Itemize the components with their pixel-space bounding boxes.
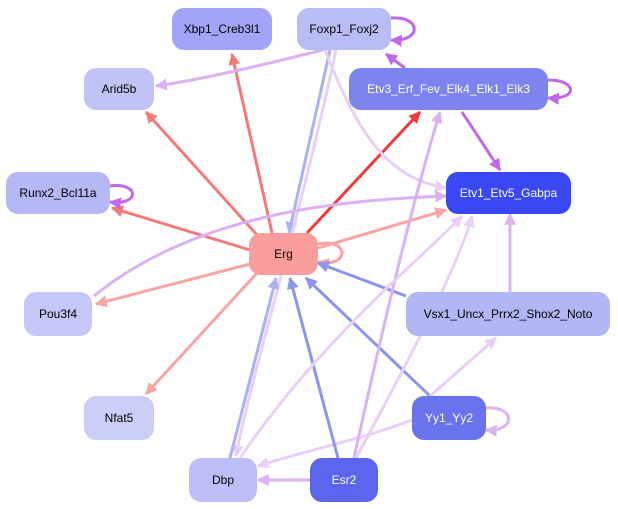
edge-erg-pou3f4 — [94, 262, 251, 308]
edge-yy1-vsx1 — [429, 336, 497, 398]
edge-yy1-self — [484, 406, 510, 437]
edge-foxp1-erg — [285, 49, 332, 235]
node-arid5b[interactable]: Arid5b — [84, 68, 154, 110]
edge-dbp-erg — [228, 276, 280, 459]
edge-dbp-etv1 — [238, 214, 464, 459]
node-pou3f4[interactable]: Pou3f4 — [24, 292, 92, 336]
edge-erg-runx2 — [110, 205, 251, 252]
edge-pou3f4-etv1 — [93, 190, 448, 298]
node-erg[interactable]: Erg — [249, 233, 318, 275]
edge-erg-nfat5 — [144, 270, 260, 396]
node-dbp[interactable]: Dbp — [189, 458, 257, 502]
edge-erg-etv1 — [317, 207, 448, 250]
edge-foxp1-arid5b — [154, 46, 331, 91]
edge-yy1-erg — [304, 276, 432, 398]
edge-etv3-foxp1 — [385, 52, 406, 70]
edge-erg-etv3 — [305, 110, 422, 235]
edge-yy1-dbp — [256, 418, 413, 469]
node-nfat5[interactable]: Nfat5 — [84, 396, 154, 440]
node-etv1-etv5-gabpa[interactable]: Etv1_Etv5_Gabpa — [446, 172, 571, 214]
node-runx2-bcl11a[interactable]: Runx2_Bcl11a — [6, 172, 110, 214]
node-esr2[interactable]: Esr2 — [310, 458, 378, 502]
edge-etv3-etv1 — [460, 111, 502, 172]
edge-esr2-erg — [286, 276, 340, 459]
edge-foxp1-etv1 — [323, 49, 448, 193]
edge-runx2-self — [108, 184, 134, 210]
node-vsx1-uncx-prrx2-shox2-noto[interactable]: Vsx1_Uncx_Prrx2_Shox2_Noto — [406, 292, 610, 336]
edge-foxp1-self — [389, 16, 416, 47]
edge-esr2-etv3 — [352, 110, 443, 459]
node-yy1-yy2[interactable]: Yy1_Yy2 — [412, 396, 486, 440]
node-xbp1-creb3l1[interactable]: Xbp1_Creb3l1 — [172, 8, 272, 50]
edge-erg-arid5b — [144, 110, 260, 238]
edge-erg-xbp1 — [228, 52, 274, 234]
node-etv3-erf-fev-elk4-elk1-elk3[interactable]: Etv3_Erf_Fev_Elk4_Elk1_Elk3 — [349, 68, 548, 110]
edge-etv3-self — [546, 78, 572, 105]
node-foxp1-foxj2[interactable]: Foxp1_Foxj2 — [297, 8, 391, 50]
